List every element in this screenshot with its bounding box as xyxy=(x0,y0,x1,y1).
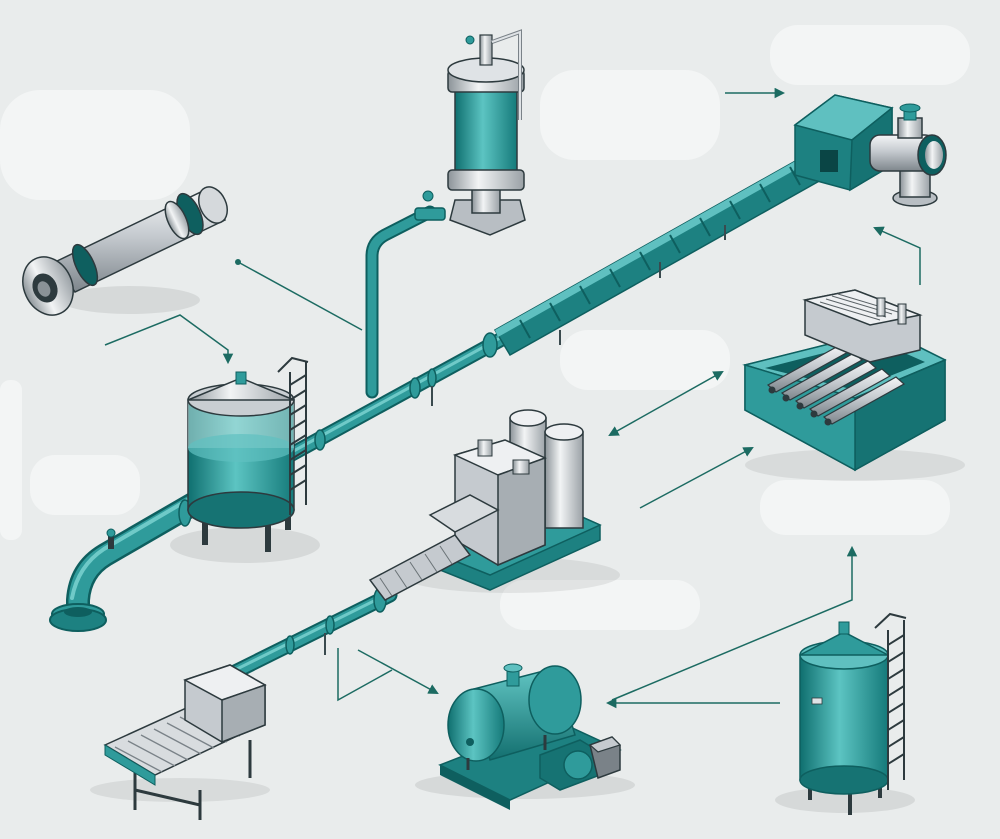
pipe-elbow-icon xyxy=(49,528,116,632)
pipe-supports xyxy=(324,386,433,655)
arrow-belt-conveyor-to-horizontal-tank xyxy=(337,648,393,702)
valve-pump-icon xyxy=(869,103,947,207)
flow-arrows xyxy=(104,87,921,709)
background-blobs xyxy=(0,25,970,630)
filter-unit-icon xyxy=(742,289,965,481)
heat-exchanger-icon xyxy=(22,186,229,316)
arrow-processing-machine-to-filter-unit xyxy=(608,370,724,437)
horizontal-tank-pump-icon xyxy=(415,663,635,810)
arrow-filter-unit-to-valve-pump xyxy=(873,226,921,285)
arrow-heat-exchanger-to-mixing-tank xyxy=(104,314,234,365)
arrow-feed-to-horizontal-tank xyxy=(357,649,439,695)
arrow-machine-lower-to-filter-unit xyxy=(639,447,754,509)
processing-machine-icon xyxy=(368,409,620,601)
mixing-tank-icon xyxy=(170,356,320,563)
connector-heat-exchanger-riser xyxy=(237,261,363,331)
storage-silo-icon xyxy=(775,612,915,815)
screw-conveyor-icon xyxy=(493,94,894,357)
belt-conveyor-icon xyxy=(90,664,270,820)
pressure-vessel-icon xyxy=(414,29,526,236)
arrow-horizontal-tank-to-filter-unit xyxy=(611,545,858,701)
